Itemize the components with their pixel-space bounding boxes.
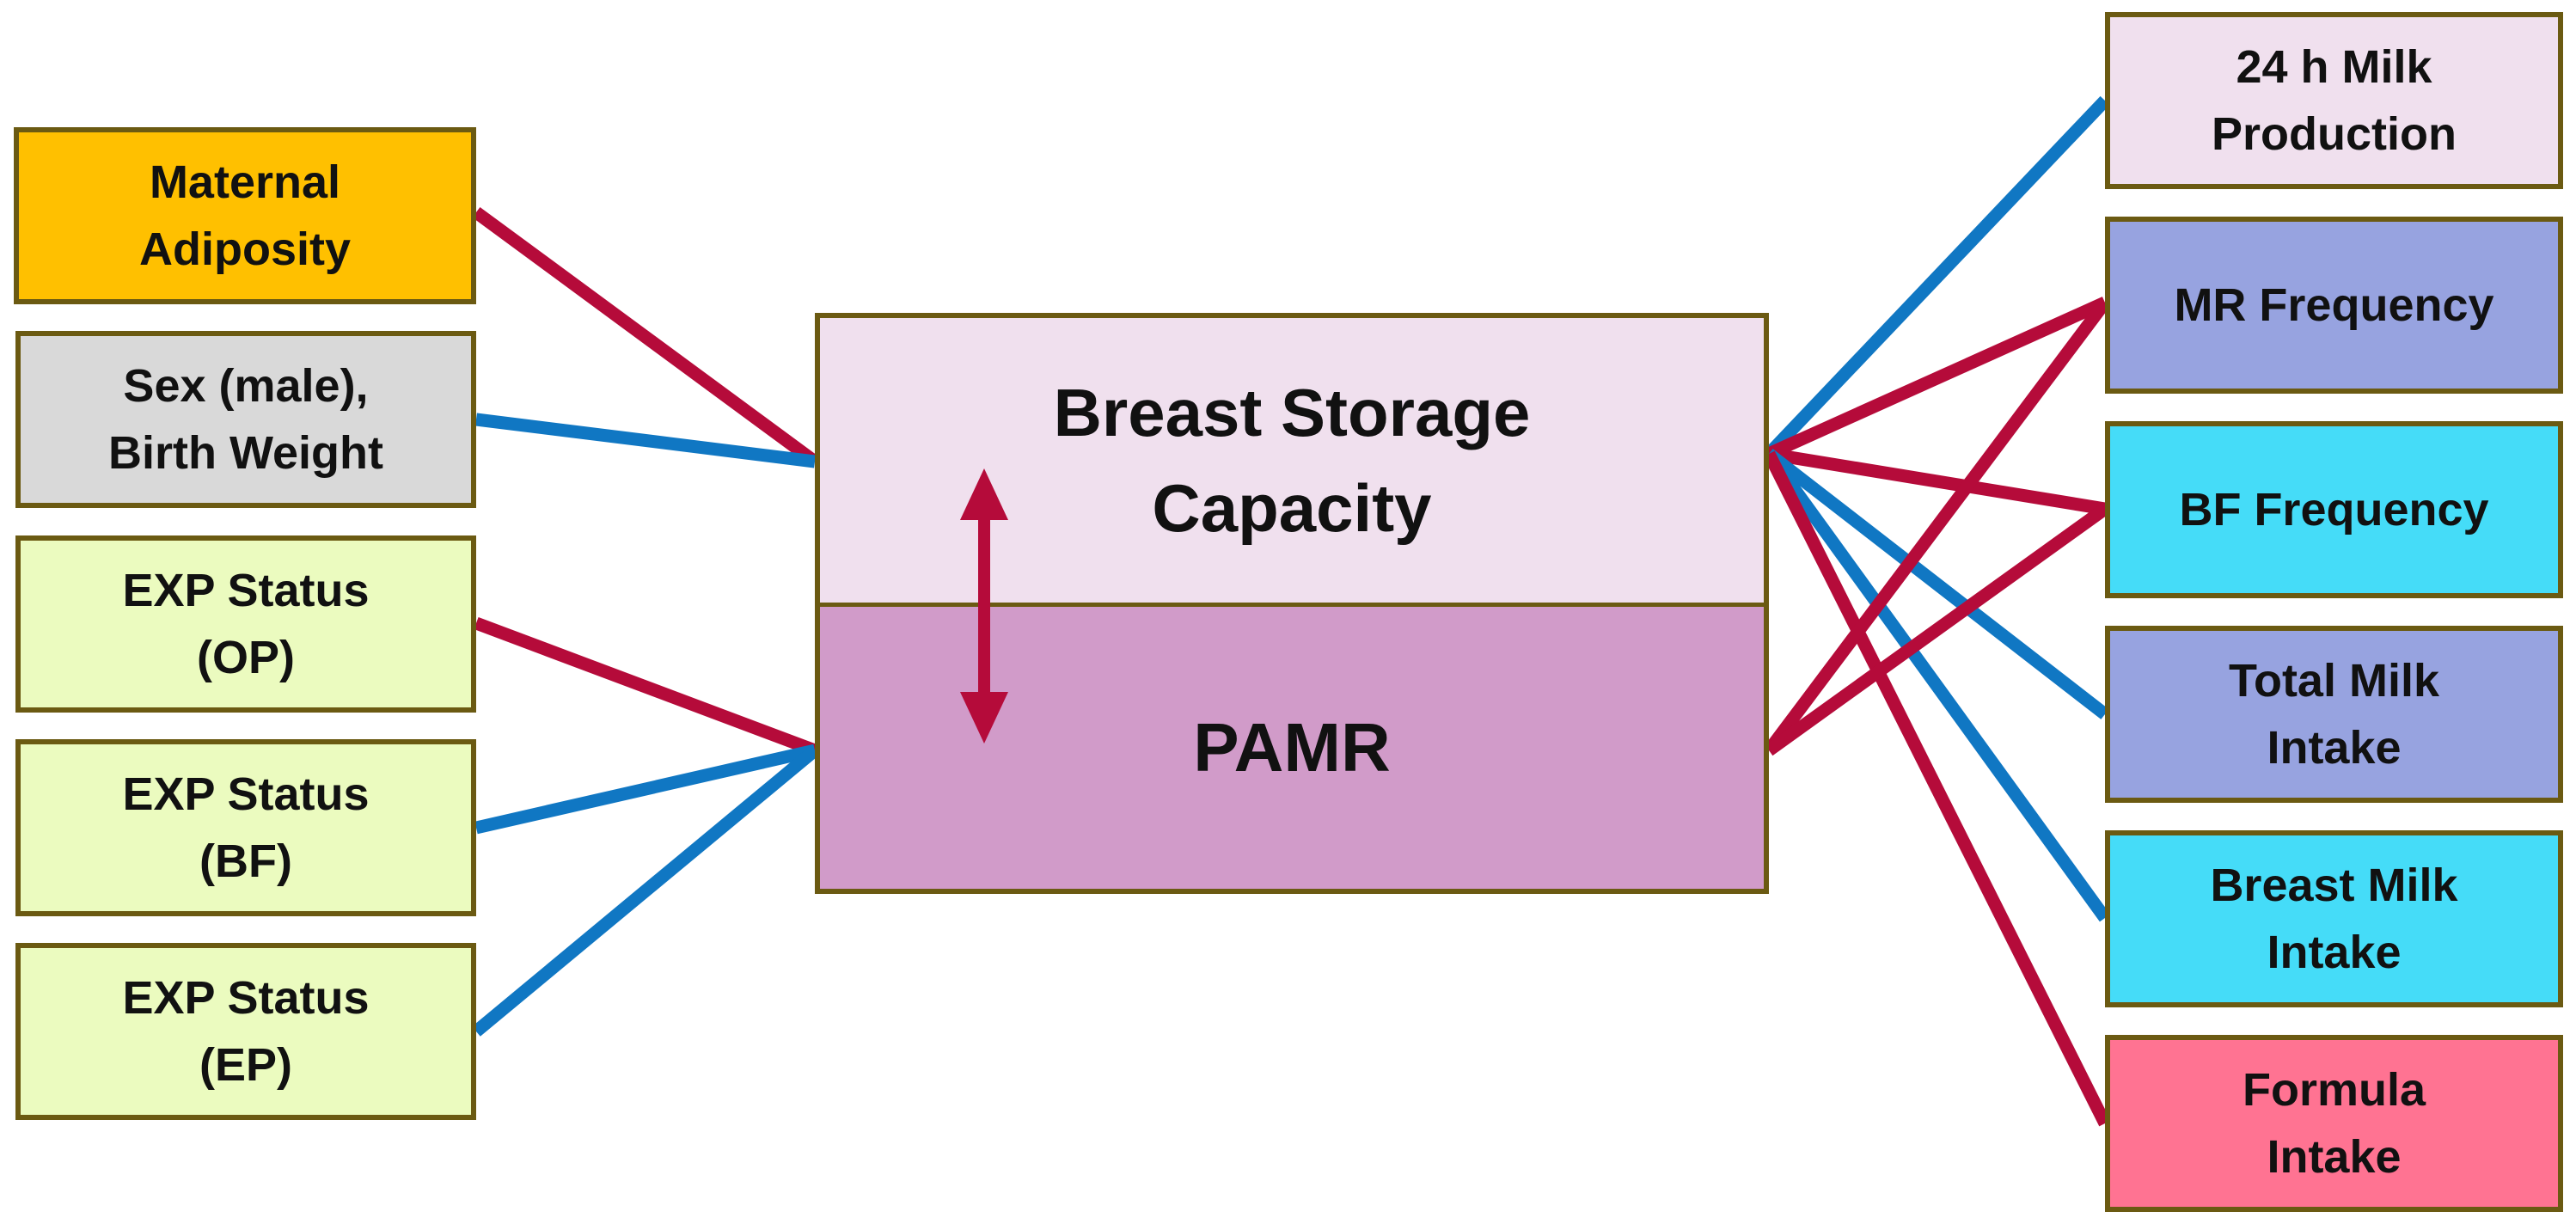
node-exp-status-op: EXP Status (OP) <box>15 535 476 713</box>
edge-sex-birth-weight-to-breast-storage-capacity <box>475 413 816 468</box>
edge-breast-storage-capacity-to-formula-intake <box>1763 450 2111 1127</box>
node-total-milk-intake: Total Milk Intake <box>2105 626 2563 803</box>
edge-breast-storage-capacity-to-breast-milk-intake <box>1763 450 2111 922</box>
node-milk-production: 24 h Milk Production <box>2105 12 2563 189</box>
edge-breast-storage-capacity-to-bf-frequency <box>1767 447 2107 516</box>
edge-breast-storage-capacity-to-total-milk-intake <box>1765 449 2109 719</box>
node-bf-frequency: BF Frequency <box>2105 421 2563 598</box>
node-label: Breast Milk Intake <box>2210 859 2458 978</box>
node-breast-storage-capacity: Breast Storage Capacity <box>820 318 1764 607</box>
node-formula-intake: Formula Intake <box>2105 1035 2563 1212</box>
edge-pamr-to-bf-frequency <box>1765 503 2109 756</box>
node-label: MR Frequency <box>2174 278 2494 331</box>
node-label: Sex (male), Birth Weight <box>108 359 383 479</box>
node-sex-birth-weight: Sex (male), Birth Weight <box>15 331 476 508</box>
node-label: 24 h Milk Production <box>2212 40 2457 160</box>
edge-exp-status-bf-to-pamr <box>474 744 817 835</box>
breast-storage-capacity-label: Breast Storage Capacity <box>1053 374 1531 546</box>
node-mr-frequency: MR Frequency <box>2105 217 2563 394</box>
edge-exp-status-op-to-pamr <box>474 616 817 757</box>
center-box: Breast Storage Capacity PAMR <box>815 313 1769 894</box>
node-maternal-adiposity: Maternal Adiposity <box>14 127 476 304</box>
node-breast-milk-intake: Breast Milk Intake <box>2105 830 2563 1007</box>
edge-pamr-to-mr-frequency <box>1764 298 2110 755</box>
double-headed-arrow-icon <box>960 468 1008 744</box>
node-label: BF Frequency <box>2179 483 2489 535</box>
pamr-label: PAMR <box>1193 709 1391 786</box>
edge-breast-storage-capacity-to-mr-frequency <box>1765 297 2108 460</box>
node-exp-status-bf: EXP Status (BF) <box>15 739 476 916</box>
node-label: Formula Intake <box>2242 1063 2426 1183</box>
node-label: Total Milk Intake <box>2228 654 2439 774</box>
edge-breast-storage-capacity-to-milk-production <box>1764 95 2110 459</box>
node-label: EXP Status (OP) <box>122 564 370 683</box>
node-label: EXP Status (EP) <box>122 971 370 1091</box>
edge-exp-status-ep-to-pamr <box>472 745 819 1037</box>
node-exp-status-ep: EXP Status (EP) <box>15 943 476 1120</box>
node-label: EXP Status (BF) <box>122 768 370 887</box>
node-pamr: PAMR <box>820 607 1764 889</box>
node-label: Maternal Adiposity <box>138 156 351 275</box>
edge-maternal-adiposity-to-breast-storage-capacity <box>472 206 819 468</box>
